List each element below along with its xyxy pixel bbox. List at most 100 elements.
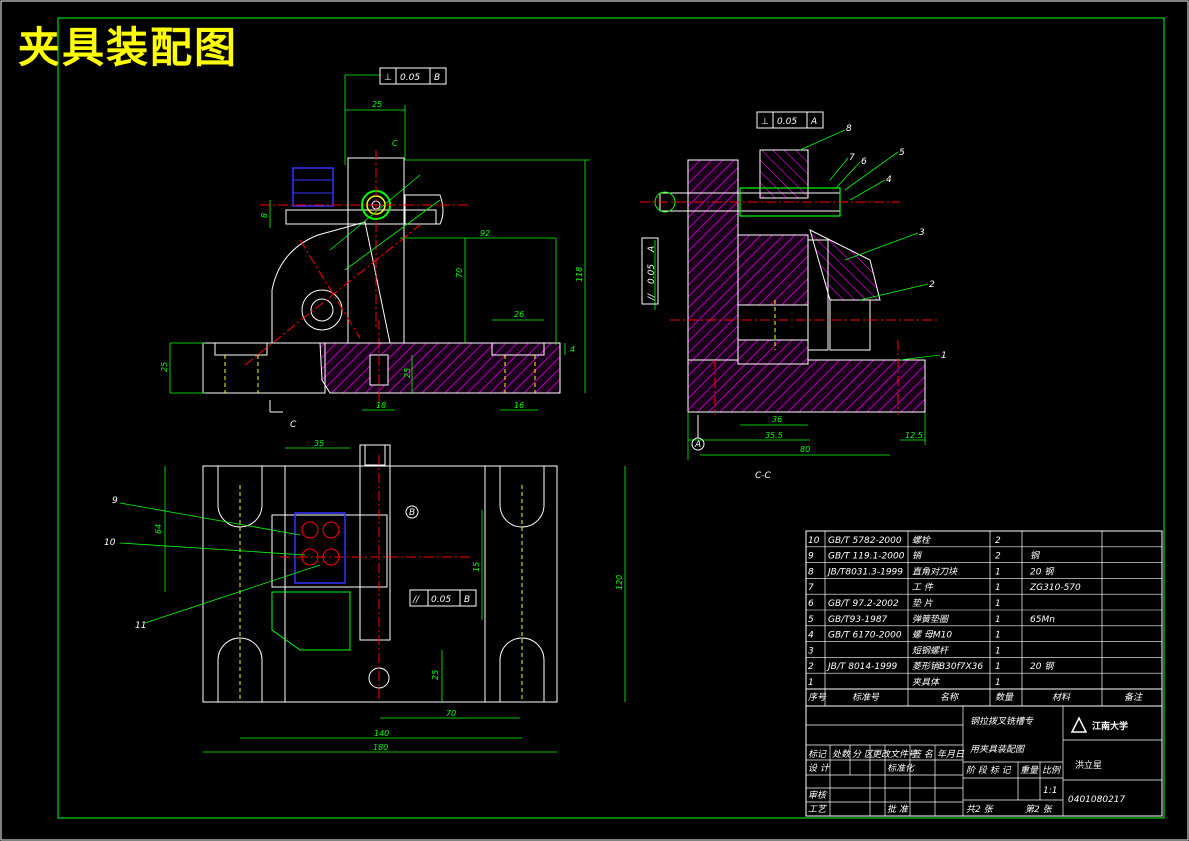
- dim-text: 15: [472, 562, 481, 572]
- parts-cell-std: GB/T 97.2-2002: [828, 599, 899, 609]
- parts-cell-no: 5: [808, 615, 814, 625]
- parts-cell-name: 直角对刀块: [912, 566, 958, 577]
- sheet-number: 第2 张: [1025, 804, 1054, 815]
- tol-symbol: ⊥: [761, 117, 769, 127]
- right-foot-boss: [491, 342, 545, 356]
- header-no: 序号: [808, 692, 827, 703]
- balloon-label: 1: [941, 351, 947, 361]
- dim-text: 70: [446, 709, 456, 718]
- label-standard: 标准化: [887, 763, 915, 774]
- dim-text: 25: [431, 670, 440, 680]
- parts-cell-std: JB/T 8014-1999: [826, 662, 898, 672]
- parts-cell-material: 20 钢: [1030, 661, 1055, 672]
- parts-cell-no: 10: [808, 536, 820, 546]
- parts-cell-qty: 2: [995, 536, 1001, 546]
- workpiece-outline: [271, 221, 391, 344]
- label-doc: 更改文件号: [872, 749, 918, 760]
- parts-cell-std: GB/T93-1987: [828, 615, 888, 625]
- scale-value: 1:1: [1043, 786, 1057, 796]
- dim-text: 80: [800, 445, 810, 454]
- header-std: 标准号: [852, 692, 880, 703]
- parts-cell-no: 9: [808, 552, 814, 562]
- tol-symbol: //: [412, 595, 420, 605]
- parts-cell-qty: 1: [995, 662, 1001, 672]
- parts-cell-name: 垫 片: [912, 598, 934, 609]
- tol-value: 0.05: [431, 595, 451, 605]
- title-line-1: 钢拉拨叉铣槽专: [970, 716, 1034, 727]
- tol-value: 0.05: [400, 73, 420, 83]
- label-date: 年月日: [937, 749, 965, 760]
- section-view: 35.5 36 80 12.5 ⊥ 0.05 A // 0.05 A A: [640, 111, 947, 481]
- label-zone: 分 区: [852, 749, 875, 760]
- parts-cell-no: 1: [808, 678, 814, 688]
- balloon-label: 4: [886, 175, 892, 185]
- section-label: C-C: [755, 471, 772, 481]
- parts-cell-name: 短钢螺杆: [912, 645, 950, 656]
- label-check: 审核: [808, 790, 828, 801]
- balloon-label: 6: [861, 157, 867, 167]
- dim-text: 26: [514, 310, 524, 319]
- label-mark: 标记: [808, 749, 827, 760]
- dim-text: C: [392, 139, 398, 148]
- dim-text: 35.5: [765, 431, 783, 440]
- header-qty: 数量: [995, 692, 1014, 703]
- tolerance-frame-a-top: ⊥ 0.05 A: [756, 111, 824, 129]
- parts-cell-std: GB/T 6170-2000: [828, 631, 902, 641]
- parts-cell-name: 工 件: [912, 582, 934, 593]
- parts-cell-no: 3: [808, 646, 814, 656]
- label-weight: 重量: [1020, 765, 1039, 776]
- title-block: 钢拉拨叉铣槽专 用夹具装配图 江南大学 洪立星 0401080217 1:1 共…: [805, 705, 1163, 817]
- dim-text: 25: [372, 100, 382, 109]
- label-process: 工艺: [808, 804, 828, 815]
- tol-value: 0.05: [777, 117, 797, 127]
- sheets-total: 共2 张: [966, 804, 995, 815]
- tolerance-frame-b-top: ⊥ 0.05 B: [379, 67, 447, 85]
- balloon-label: 2: [929, 280, 935, 290]
- dim-text: 4: [570, 345, 575, 354]
- parts-cell-qty: 1: [995, 599, 1001, 609]
- tol-datum: B: [434, 73, 440, 83]
- label-stage: 阶 段 标 记: [966, 765, 1012, 776]
- datum-a-label: A: [694, 440, 701, 450]
- parts-cell-qty: 1: [995, 646, 1001, 656]
- parts-cell-qty: 1: [995, 631, 1001, 641]
- parts-cell-no: 8: [808, 567, 814, 577]
- parts-cell-qty: 1: [995, 678, 1001, 688]
- parts-cell-name: 弹簧垫圈: [912, 614, 950, 625]
- dim-text: 25: [160, 362, 169, 372]
- drawing-number: 0401080217: [1068, 795, 1126, 805]
- datum-b-label: B: [409, 508, 415, 518]
- parts-cell-name: 销: [912, 551, 923, 562]
- parts-cell-std: JB/T8031.3-1999: [826, 567, 903, 577]
- parts-cell-material: 65Mn: [1030, 615, 1055, 625]
- label-sign: 签 名: [912, 749, 934, 760]
- parts-cell-name: 夹具体: [912, 677, 941, 688]
- school-logo-icon: [1070, 716, 1088, 733]
- tolerance-frame-a-side: // 0.05 A: [641, 237, 659, 305]
- dim-text: 64: [154, 524, 163, 534]
- header-material: 材料: [1052, 692, 1071, 703]
- dim-text: 12.5: [905, 431, 923, 440]
- parts-cell-name: 菱形销B30f7X36: [912, 661, 983, 672]
- dim-text: 70: [455, 268, 464, 278]
- parts-cell-material: ZG310-570: [1029, 583, 1081, 593]
- dim-text: 120: [615, 575, 624, 590]
- dim-text: 35: [314, 439, 324, 448]
- header-note: 备注: [1124, 692, 1143, 703]
- label-ratio: 比例: [1042, 765, 1062, 776]
- tolerance-frame-b-plan: // 0.05 B: [409, 589, 477, 607]
- parts-cell-qty: 1: [995, 567, 1001, 577]
- dim-text: 92: [480, 229, 490, 238]
- tol-symbol: //: [647, 293, 657, 301]
- label-design: 设 计: [808, 763, 830, 774]
- base-outline: [202, 342, 326, 394]
- tol-datum: B: [464, 595, 470, 605]
- parts-cell-name: 螺 母M10: [912, 630, 952, 641]
- parts-cell-std: GB/T 119.1-2000: [828, 552, 905, 562]
- base-section: [319, 342, 561, 394]
- dim-text: 18: [376, 401, 386, 410]
- header-name: 名称: [940, 692, 960, 703]
- parts-cell-qty: 1: [995, 615, 1001, 625]
